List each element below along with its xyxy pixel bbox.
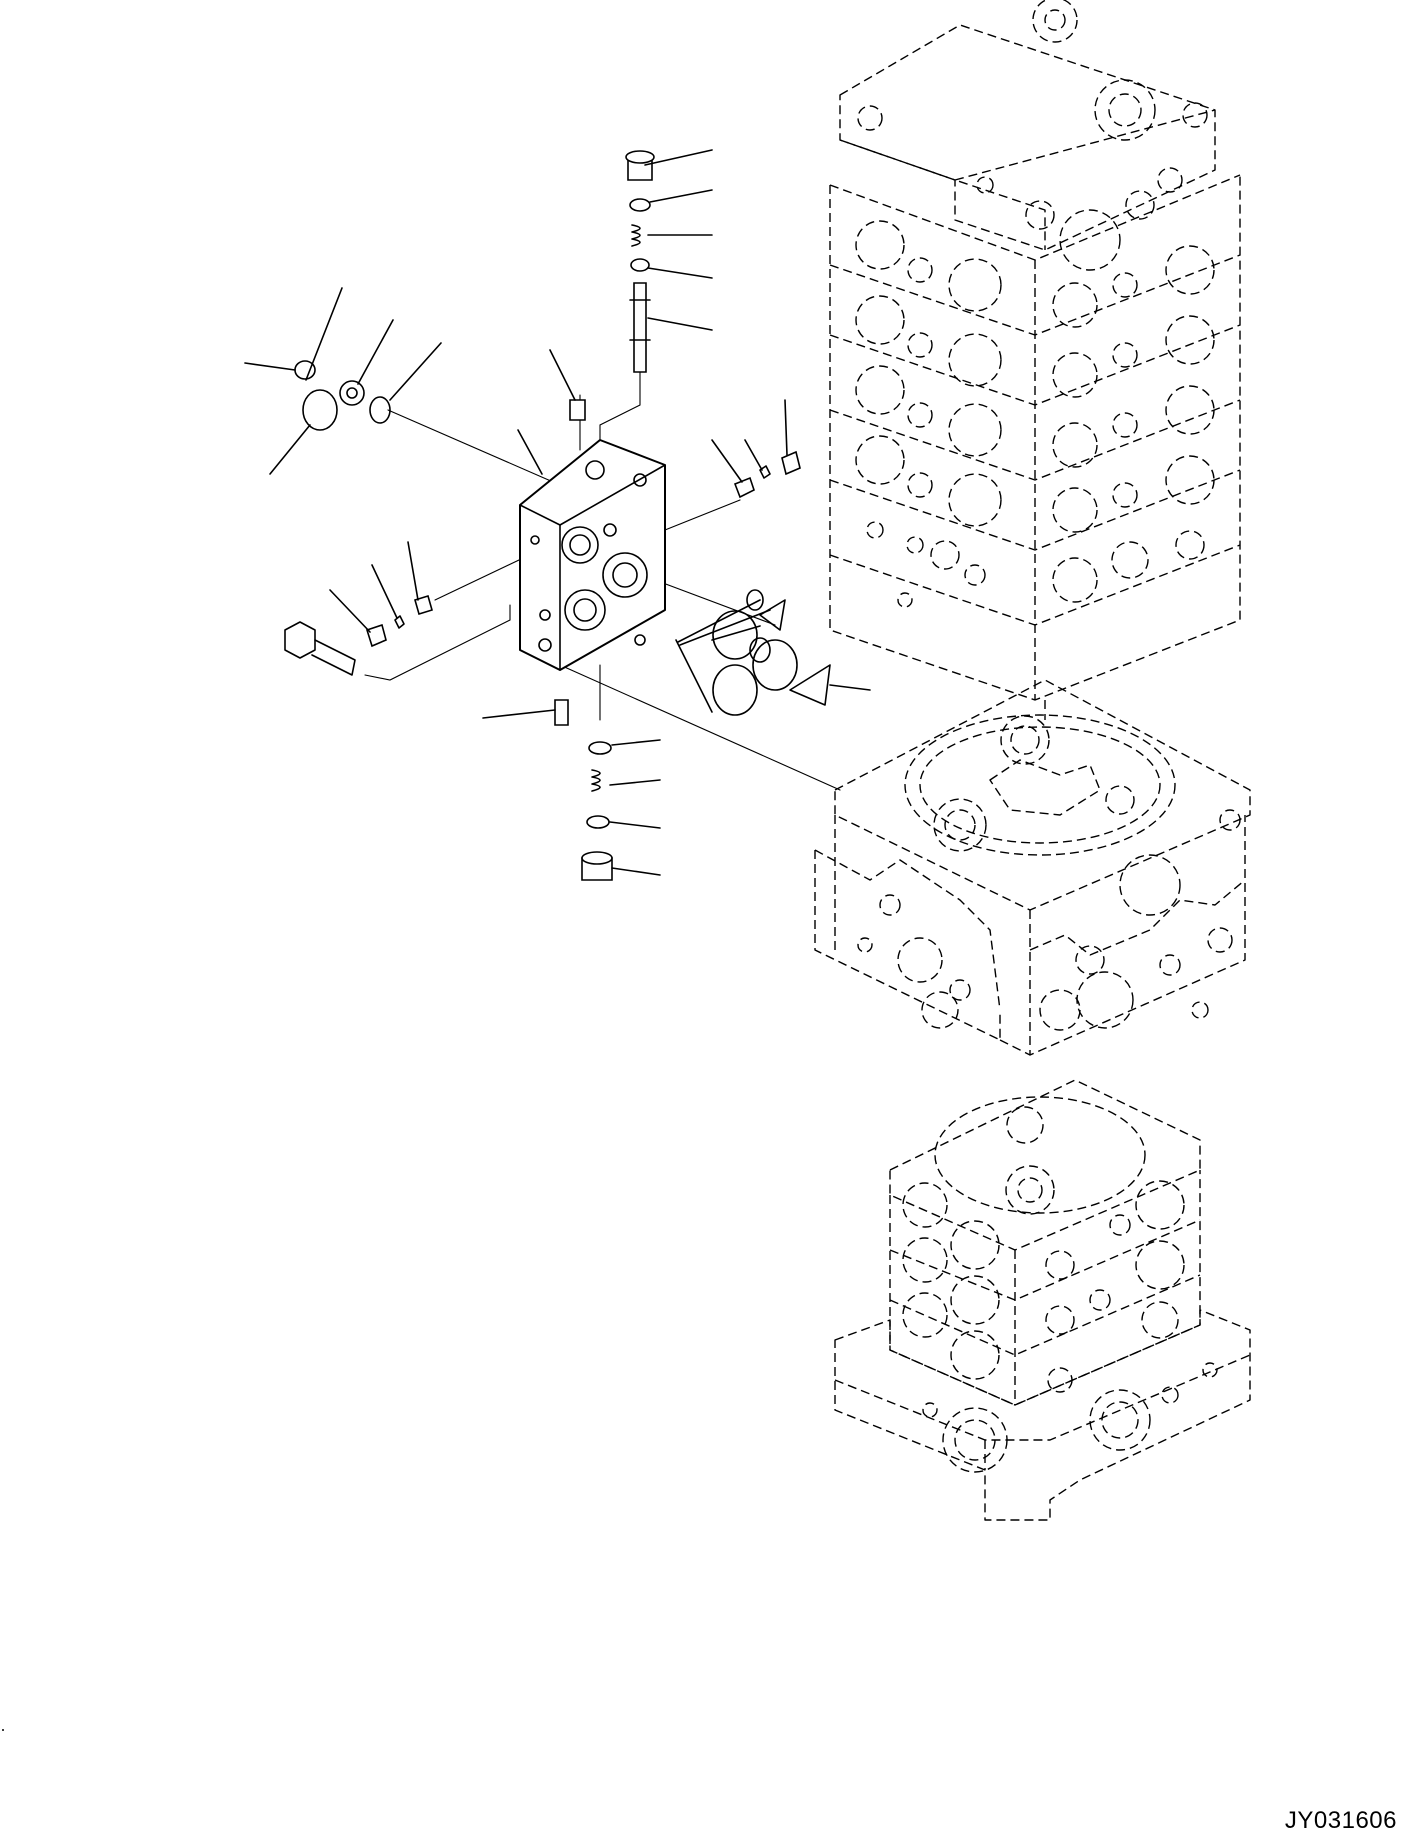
right-seal-group	[712, 589, 831, 716]
upper-spool-group	[625, 150, 655, 373]
control-valve-stack-upper	[829, 0, 1241, 701]
control-valve-stack-lower	[834, 1079, 1251, 1521]
lower-spool-group	[581, 741, 613, 881]
drawing-code-label: JY031606	[1284, 1807, 1397, 1834]
small-parts	[284, 399, 801, 726]
stray-mark	[2, 1729, 4, 1731]
callout-leaders	[244, 149, 871, 876]
left-seal-group	[294, 360, 391, 431]
section-valve-body	[519, 439, 666, 671]
valve-section-middle	[814, 679, 1251, 1056]
